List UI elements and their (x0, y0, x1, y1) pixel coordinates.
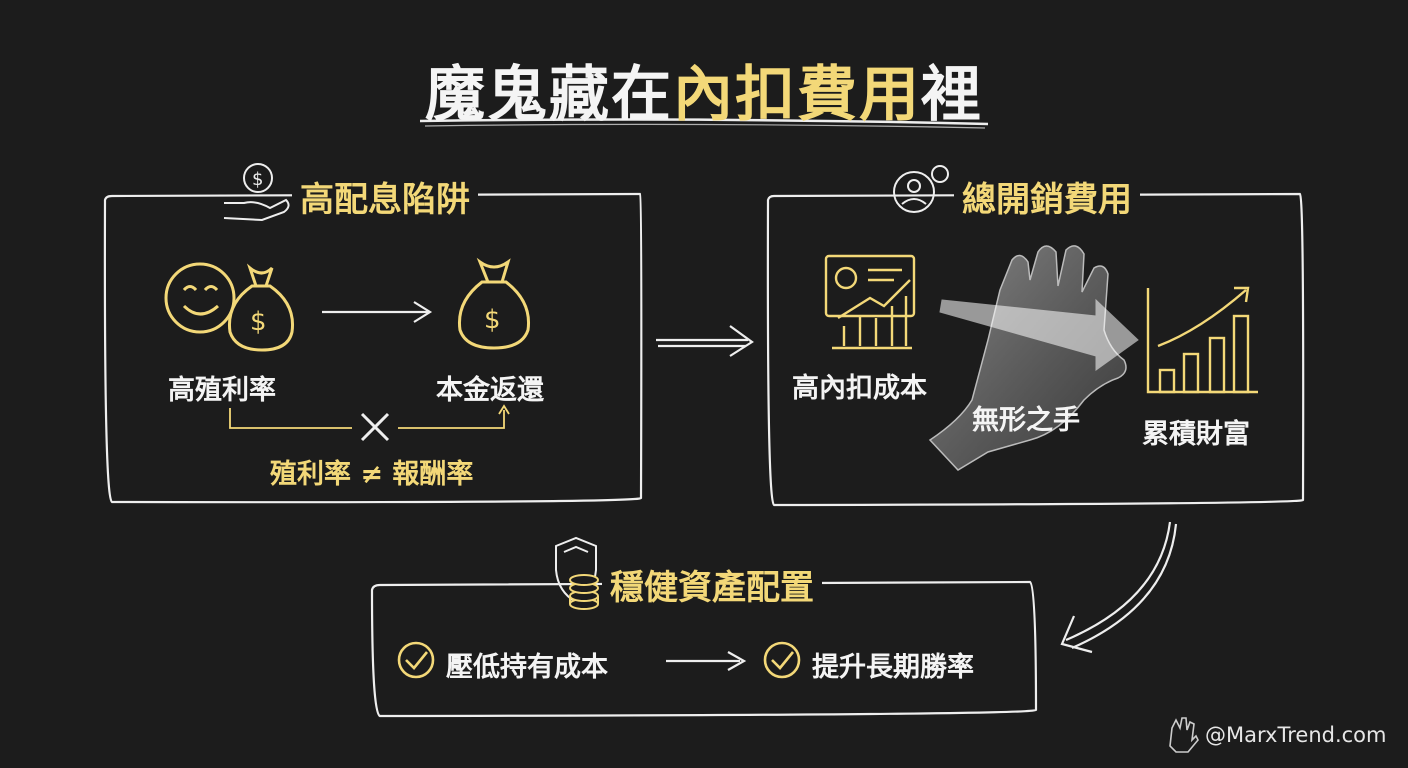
arrow-to-allocation (1060, 521, 1178, 654)
growth-chart-icon (1146, 286, 1258, 394)
raise-winrate-label: 提升長期勝率 (812, 652, 974, 683)
hand-coin-icon: $ (223, 163, 290, 222)
title-part-1: 魔鬼藏在 (425, 60, 673, 130)
presentation-chart-icon (824, 254, 916, 350)
high-yield-box (103, 192, 643, 504)
lower-cost-label: 壓低持有成本 (446, 652, 608, 683)
not-equal-bracket (229, 404, 510, 429)
yield-not-return-formula: 殖利率 ≠ 報酬率 (270, 459, 474, 490)
allocation-box (370, 580, 1038, 718)
accumulated-wealth-label: 累積財富 (1142, 419, 1250, 450)
money-bag-icon-2: $ (457, 257, 531, 350)
high-yield-label: 高殖利率 (168, 375, 276, 406)
shield-coins-icon (555, 536, 599, 610)
arrow-to-principal (322, 301, 433, 323)
title-underline (419, 118, 989, 126)
arrow-to-expense (656, 325, 754, 357)
principal-return-label: 本金返還 (436, 375, 544, 406)
total-expense-title: 總開銷費用 (954, 172, 1140, 221)
title-part-2: 裡 (921, 60, 983, 130)
svg-text:$: $ (484, 305, 501, 335)
main-title: 魔鬼藏在內扣費用裡 (0, 46, 1408, 133)
svg-text:$: $ (250, 307, 267, 337)
cross-icon (360, 412, 390, 442)
gear-person-icon (893, 165, 949, 213)
allocation-title: 穩健資產配置 (602, 560, 822, 609)
check-icon-2 (763, 641, 801, 679)
total-expense-box (766, 192, 1305, 507)
arrow-between-goals (666, 651, 747, 671)
invisible-hand-label: 無形之手 (972, 405, 1080, 436)
high-yield-trap-title: 高配息陷阱 (292, 172, 478, 221)
money-bag-icon: $ (227, 263, 295, 352)
svg-text:$: $ (252, 169, 263, 190)
invisible-hand-icon (928, 245, 1139, 471)
high-expense-label: 高內扣成本 (792, 373, 927, 404)
site-credit[interactable]: @MarxTrend.com (1205, 723, 1387, 747)
title-highlight: 內扣費用 (673, 60, 921, 130)
hand-logo-icon (1169, 717, 1199, 753)
smiley-icon (164, 262, 236, 334)
check-icon-1 (397, 641, 435, 679)
